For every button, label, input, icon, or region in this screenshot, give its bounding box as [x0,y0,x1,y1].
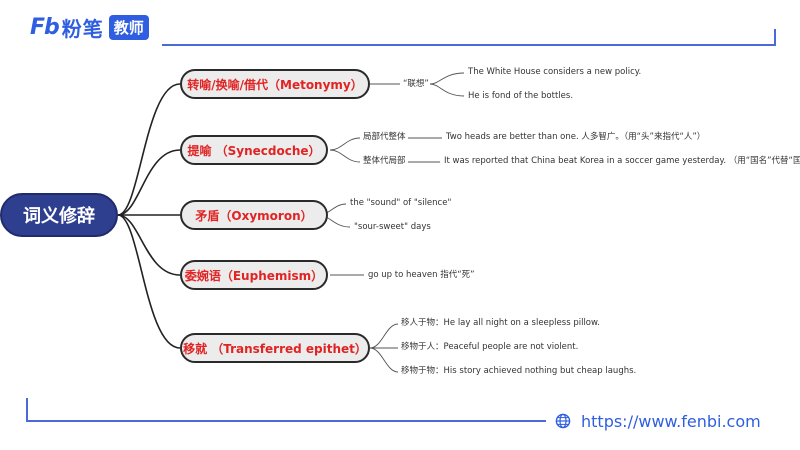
brand-badge: 教师 [108,14,149,40]
t2-branch-2-text: It was reported that China beat Korea in… [444,156,800,166]
connector-root-topic-2 [117,149,181,216]
root-node: 词义修辞 [0,193,118,237]
frame-bottom-left-line [26,398,28,420]
topic-euphemism: 委婉语（Euphemism） [180,260,328,290]
t5-leaf-3: 移物于物：His story achieved nothing but chea… [401,366,637,376]
connector-t5-leaf-3 [369,347,399,373]
brand-name: 粉笔 [61,16,104,41]
connector-t5-leaf-1 [369,323,399,349]
connector-root-topic-5 [117,214,181,349]
t2-branch-1-text: Two heads are better than one. 人多智广。（用“头… [446,132,706,142]
frame-top-right-line [774,29,776,45]
t5-leaf-2: 移物于人：Peaceful people are not violent. [401,342,579,352]
topic-oxymoron: 矛盾（Oxymoron） [180,200,328,230]
t2-branch-2-label: 整体代局部 [363,156,406,166]
t3-leaf-1: the "sound" of "silence" [350,198,452,208]
footer-url[interactable]: https://www.fenbi.com [581,411,761,431]
frame-top-line [162,44,776,46]
globe-icon [555,413,571,429]
brand-mark: Fb [30,14,60,40]
t1-leaf-1: The White House considers a new policy. [468,67,642,77]
connector-t1-leaf-1 [429,72,465,85]
t3-leaf-2: "sour-sweet" days [354,222,431,232]
connector-t2-branch-2 [329,149,361,163]
frame-bottom-line [26,420,546,422]
t2-branch-1-label: 局部代整体 [363,132,406,142]
t5-leaf-1: 移人于物：He lay all night on a sleepless pil… [401,318,600,328]
footer: https://www.fenbi.com [555,410,761,432]
brand-logo: Fb 粉笔 教师 [30,12,149,42]
t1-connector-label: “联想” [403,79,429,89]
topic-synecdoche: 提喻 （Synecdoche） [180,135,328,165]
topic-metonymy: 转喻/换喻/借代（Metonymy） [180,69,370,99]
connector-t1-leaf-2 [429,83,465,97]
t1-leaf-2: He is fond of the bottles. [468,91,574,101]
connector-root-topic-1 [117,83,181,216]
t4-leaf-1: go up to heaven 指代“死” [368,270,475,280]
topic-transferred-epithet: 移就 （Transferred epithet） [180,333,370,363]
connector-root-topic-4 [117,214,181,276]
connector-t2-branch-1 [329,137,361,151]
